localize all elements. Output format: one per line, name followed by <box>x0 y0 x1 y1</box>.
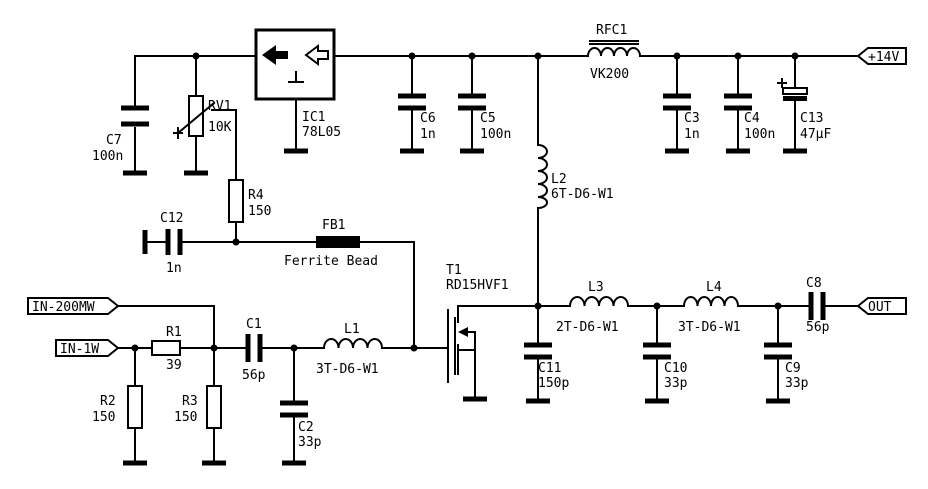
junctions <box>131 52 799 352</box>
c7-capacitor <box>121 105 149 127</box>
input-port-200mw-label: IN-200MW <box>32 300 95 315</box>
r4-value: 150 <box>248 204 271 219</box>
c4-value: 100n <box>744 127 775 142</box>
c3-ref: C3 <box>684 111 700 126</box>
c12-capacitor <box>165 229 183 255</box>
c5-capacitor <box>458 93 486 111</box>
c13-electrolytic-capacitor <box>777 78 808 101</box>
c9-ref: C9 <box>785 361 801 376</box>
r1-ref: R1 <box>166 325 182 340</box>
c4-ref: C4 <box>744 111 760 126</box>
c2-value: 33p <box>298 435 322 450</box>
ground-symbols <box>123 148 807 466</box>
l4-value: 3T-D6-W1 <box>678 320 741 335</box>
input-port-200mw <box>27 297 120 315</box>
r4-resistor <box>228 179 244 223</box>
c11-capacitor <box>524 342 552 360</box>
c12-ref: C12 <box>160 211 183 226</box>
r3-value: 150 <box>174 410 197 425</box>
power-port-14v <box>856 47 907 65</box>
rv1-potentiometer <box>173 95 216 139</box>
c12-value: 1n <box>166 261 182 276</box>
c1-ref: C1 <box>246 317 262 332</box>
c6-capacitor <box>398 93 426 111</box>
fb1-ref: FB1 <box>322 218 345 233</box>
c10-capacitor <box>643 342 671 360</box>
l2-ref: L2 <box>551 172 567 187</box>
arrow-left-outline-icon <box>304 44 329 66</box>
ic1-ref: IC1 <box>302 110 325 125</box>
arrow-left-filled-icon <box>262 45 288 65</box>
l1-ref: L1 <box>344 322 360 337</box>
l2-inductor <box>536 143 548 210</box>
l4-inductor <box>682 296 740 308</box>
r3-ref: R3 <box>182 394 198 409</box>
power-port-label: +14V <box>868 50 899 65</box>
rv1-ref: RV1 <box>208 99 231 114</box>
c1-capacitor <box>245 334 263 362</box>
rfc1-value: VK200 <box>590 67 629 82</box>
rfc1-choke <box>586 40 642 58</box>
input-port-1w <box>55 339 120 357</box>
c13-ref: C13 <box>800 111 823 126</box>
r3-resistor <box>206 385 222 429</box>
c7-value: 100n <box>92 149 123 164</box>
r1-value: 39 <box>166 358 182 373</box>
c3-value: 1n <box>684 127 700 142</box>
wires <box>115 55 859 463</box>
t1-value: RD15HVF1 <box>446 278 509 293</box>
ic1-value: 78L05 <box>302 125 341 140</box>
rv1-value: 10K <box>208 120 232 135</box>
fb1-value: Ferrite Bead <box>284 254 378 269</box>
t1-ref: T1 <box>446 263 462 278</box>
c9-capacitor <box>764 342 792 360</box>
c8-capacitor <box>808 292 826 320</box>
r2-resistor <box>127 385 143 429</box>
c4-capacitor <box>724 93 752 111</box>
l3-ref: L3 <box>588 280 604 295</box>
c11-value: 150p <box>538 376 569 391</box>
c11-ref: C11 <box>538 361 561 376</box>
l1-value: 3T-D6-W1 <box>316 362 379 377</box>
l1-inductor <box>322 338 384 350</box>
c6-ref: C6 <box>420 111 436 126</box>
c10-value: 33p <box>664 376 688 391</box>
plus-icon <box>777 78 787 88</box>
output-port <box>856 297 907 315</box>
input-port-1w-label: IN-1W <box>60 342 99 357</box>
l2-value: 6T-D6-W1 <box>551 187 614 202</box>
c5-value: 100n <box>480 127 511 142</box>
c1-value: 56p <box>242 368 266 383</box>
output-port-label: OUT <box>868 300 892 315</box>
r1-resistor <box>151 340 181 356</box>
c10-ref: C10 <box>664 361 687 376</box>
r2-ref: R2 <box>100 394 116 409</box>
c9-value: 33p <box>785 376 809 391</box>
c5-ref: C5 <box>480 111 496 126</box>
l3-value: 2T-D6-W1 <box>556 320 619 335</box>
r2-value: 150 <box>92 410 115 425</box>
c8-ref: C8 <box>806 276 822 291</box>
c13-value: 47µF <box>800 127 831 142</box>
rfc1-ref: RFC1 <box>596 23 627 38</box>
c2-capacitor <box>280 400 308 418</box>
t1-mosfet <box>447 309 476 383</box>
r4-ref: R4 <box>248 188 264 203</box>
ic1-regulator <box>254 28 336 101</box>
l3-inductor <box>568 296 630 308</box>
c6-value: 1n <box>420 127 436 142</box>
c7-ref: C7 <box>106 133 122 148</box>
l4-ref: L4 <box>706 280 722 295</box>
c8-value: 56p <box>806 320 830 335</box>
c2-ref: C2 <box>298 420 314 435</box>
fb1-ferrite-bead <box>316 236 360 248</box>
c3-capacitor <box>663 93 691 111</box>
